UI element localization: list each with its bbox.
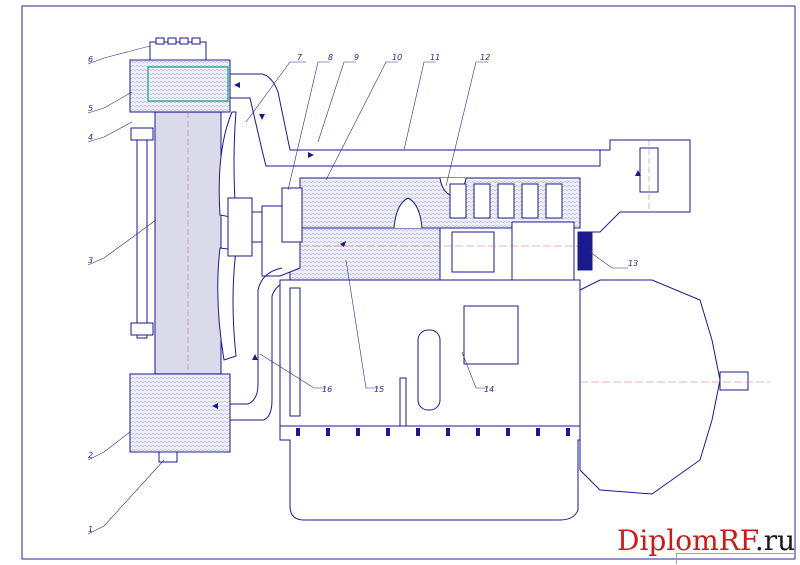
callout-9: 9: [354, 53, 359, 62]
callout-8: 8: [328, 53, 333, 62]
callout-14: 14: [484, 385, 494, 394]
drawing-frame: [21, 5, 796, 560]
oil-filter: [417, 329, 441, 411]
upper-hose: [230, 73, 691, 233]
leader-lines: [87, 45, 628, 535]
callout-2: 2: [88, 451, 93, 460]
callout-1: 1: [88, 525, 93, 534]
drain-plug: [158, 451, 178, 463]
flow-arrows: [212, 82, 641, 409]
rear-seal: [577, 231, 593, 271]
watermark-domain: .ru: [754, 524, 796, 557]
pan-bolts: [296, 428, 570, 436]
lower-hose: [230, 267, 283, 405]
callout-13: 13: [628, 259, 638, 268]
callout-labels: 6 5 4 3 2 1 7 8 9 10 11 12 13 14 15 16: [88, 53, 638, 534]
callout-16: 16: [322, 385, 332, 394]
upper-tank-highlight: [147, 66, 229, 102]
oil-pump-bracket: [463, 305, 519, 365]
oil-pan: [279, 425, 593, 521]
callout-11: 11: [430, 53, 440, 62]
callout-15: 15: [374, 385, 384, 394]
water-jacket: [289, 227, 441, 281]
watermark-brand: DiplomRF: [617, 524, 755, 557]
callout-10: 10: [392, 53, 402, 62]
callout-12: 12: [480, 53, 490, 62]
callout-6: 6: [88, 55, 93, 64]
radiator-cap: [149, 37, 207, 61]
title-block-stamp: [676, 553, 795, 564]
radiator-lower-tank: [129, 373, 231, 453]
radiator-upper-tank: [129, 59, 231, 113]
callout-4: 4: [88, 133, 93, 142]
watermark: DiplomRF.ru: [617, 523, 795, 559]
valves: [449, 183, 563, 219]
flywheel-housing: [579, 279, 721, 495]
callout-3: 3: [88, 256, 93, 265]
callout-5: 5: [88, 104, 93, 113]
callout-7: 7: [297, 53, 303, 62]
piston: [451, 231, 495, 273]
